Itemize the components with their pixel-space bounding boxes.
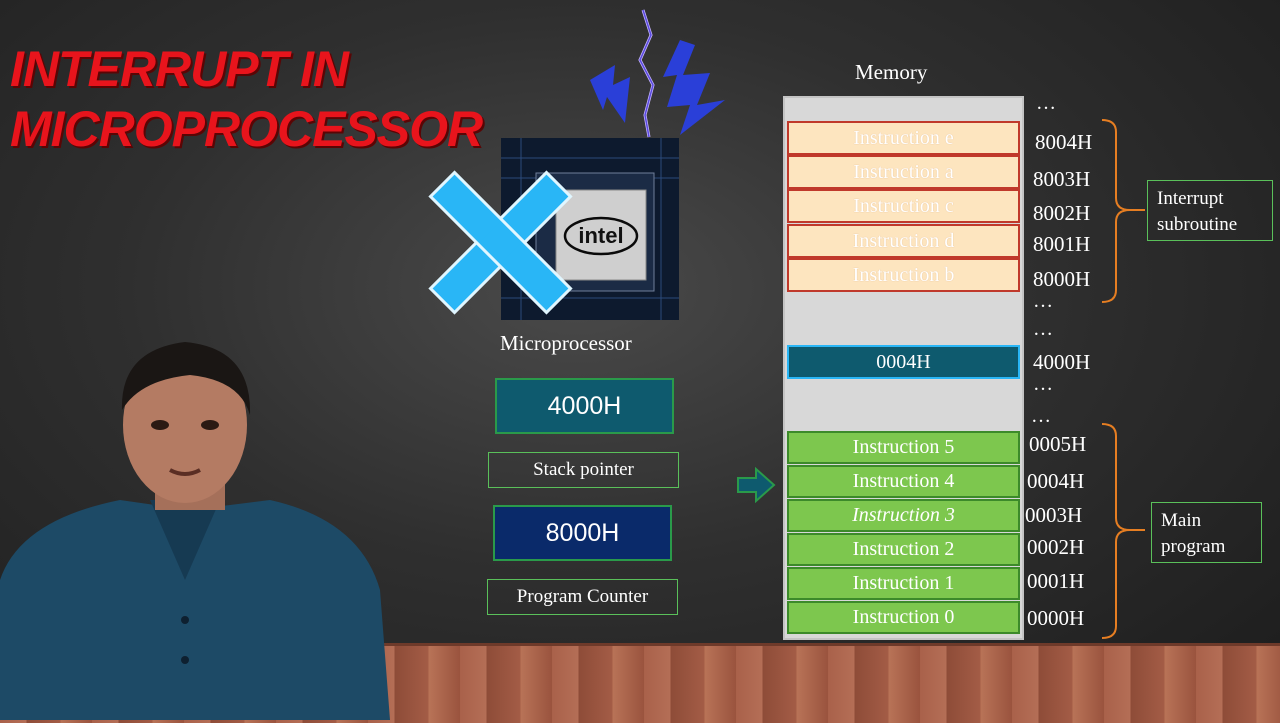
program-counter-value: 8000H [493,505,672,561]
address-label: 8003H [1033,167,1091,191]
program-counter-label: Program Counter [487,579,678,615]
memory-title: Memory [855,60,928,84]
arrow-right-icon [737,467,776,503]
address-label: 0002H [1027,535,1085,559]
interrupt-subroutine-label: Interrupt subroutine [1147,180,1273,241]
main-cell: Instruction 2 [787,533,1020,566]
cross-icon [428,170,573,315]
title-line-2: MICROPROCESSOR [10,101,483,157]
stack-cell: 0004H [787,345,1020,379]
lightning-icon [590,9,725,138]
ellipsis: … [1033,318,1053,340]
address-label: 8001H [1033,232,1091,256]
isr-label-line-1: Interrupt [1157,188,1224,209]
main-program-label: Main program [1151,502,1262,563]
main-cell: Instruction 0 [787,601,1020,634]
isr-label-line-2: subroutine [1157,214,1238,235]
stack-pointer-value: 4000H [495,378,674,434]
address-label: 8002H [1033,201,1091,225]
address-label: 0005H [1029,432,1087,456]
isr-cell: Instruction c [787,189,1020,223]
microprocessor-chip: intel [501,138,679,320]
microprocessor-label: Microprocessor [500,331,632,355]
main-cell: Instruction 5 [787,431,1020,464]
isr-cell: Instruction d [787,224,1020,258]
address-label: 4000H [1033,350,1091,374]
stack-pointer-label: Stack pointer [488,452,679,488]
intel-logo: intel [578,223,623,248]
brace-icon [1101,423,1145,639]
title-line-1: INTERRUPT IN [10,41,349,97]
ellipsis: … [1033,290,1053,312]
address-label: 0003H [1025,503,1083,527]
isr-cell: Instruction e [787,121,1020,155]
main-cell: Instruction 4 [787,465,1020,498]
ellipsis: … [1036,92,1056,114]
isr-cell: Instruction b [787,258,1020,292]
address-label: 0001H [1027,569,1085,593]
ellipsis: … [1031,405,1051,427]
presenter-photo [0,342,390,720]
brace-icon [1101,119,1145,303]
main-label-line-2: program [1161,536,1226,557]
address-label: 0000H [1027,606,1085,630]
address-label: 8000H [1033,267,1091,291]
main-label-line-1: Main [1161,510,1202,531]
isr-cell: Instruction a [787,155,1020,189]
address-label: 0004H [1027,469,1085,493]
main-cell: Instruction 1 [787,567,1020,600]
address-label: 8004H [1035,130,1093,154]
main-cell: Instruction 3 [787,499,1020,532]
ellipsis: … [1033,373,1053,395]
